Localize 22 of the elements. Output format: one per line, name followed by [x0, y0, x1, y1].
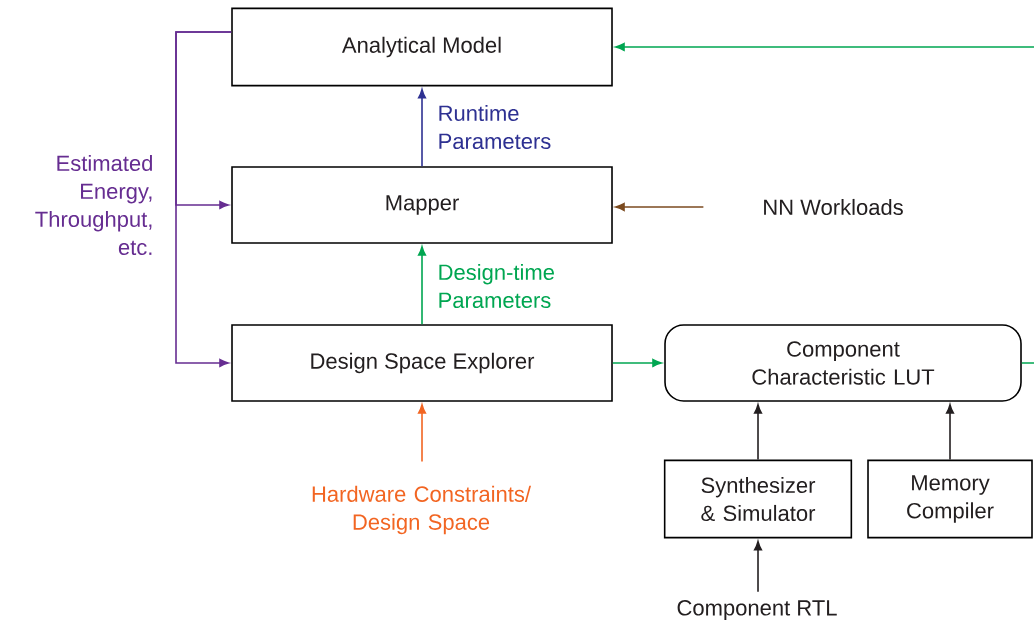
arrow [615, 42, 1034, 364]
arrow [753, 404, 763, 461]
edge-label: Design-time Parameters [439, 263, 554, 309]
process-box: Analytical Model [231, 7, 613, 87]
input-label: Hardware Constraints/ Design Space [312, 485, 531, 535]
table-box: Component Characteristic LUT [664, 324, 1022, 402]
edge-label: Estimated Energy, Throughput, etc. [35, 154, 152, 256]
process-box: Memory Compiler [867, 459, 1033, 539]
arrow [417, 246, 427, 325]
arrow [417, 88, 427, 167]
input-label: Component RTL [677, 600, 837, 620]
arrow [417, 404, 427, 463]
edge-label: Runtime Parameters [439, 104, 551, 150]
input-label: NN Workloads [764, 198, 903, 216]
arrow [175, 31, 232, 368]
process-box: Synthesizer & Simulator [663, 459, 853, 539]
arrow [615, 202, 705, 212]
arrow [945, 404, 955, 461]
process-box: Design Space Explorer [231, 324, 613, 402]
process-box: Mapper [231, 166, 613, 244]
arrow [753, 540, 763, 593]
arrow [612, 358, 662, 368]
